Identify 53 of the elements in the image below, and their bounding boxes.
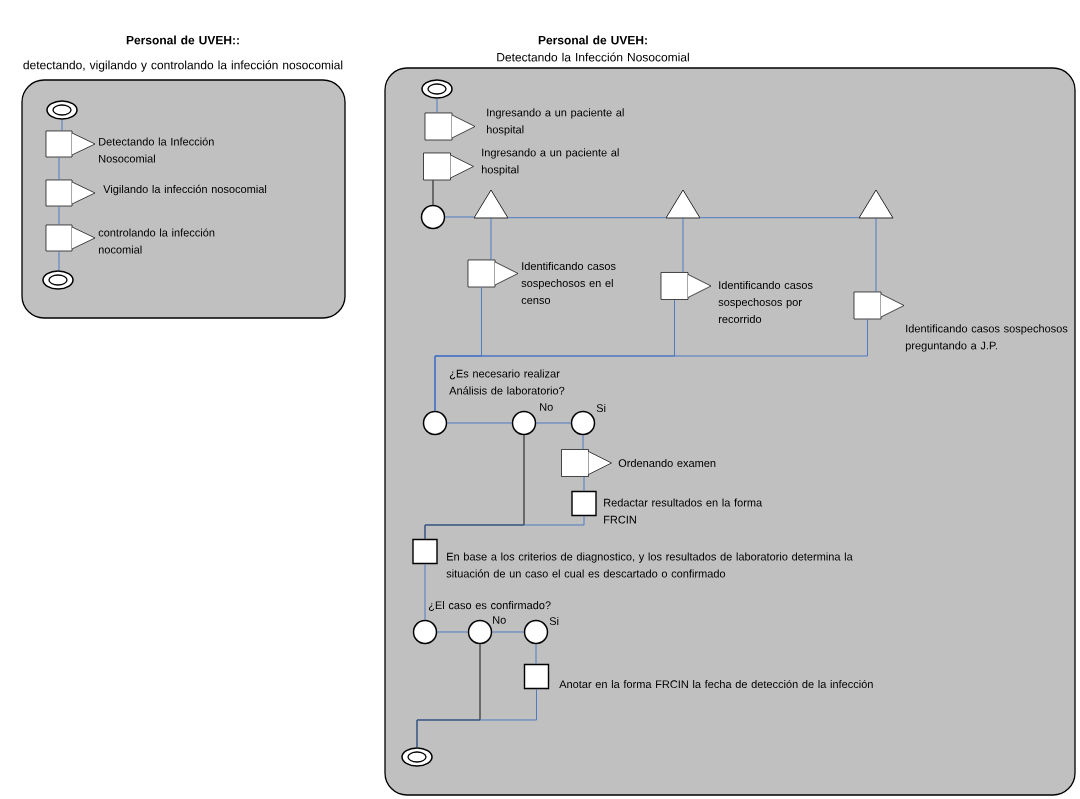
panel-heading: Personal de UVEH:: [538, 35, 647, 45]
connector-line: [58, 250, 60, 271]
terminal-ellipse: [401, 747, 433, 767]
connector-line: [434, 318, 868, 412]
step-label: Si: [549, 616, 559, 626]
connector-line: [699, 217, 860, 219]
step-label: Identificando casos sospechosos por recorrido: [718, 280, 813, 324]
step-label: No: [493, 616, 506, 624]
connector-line: [424, 563, 426, 621]
connector-line: [535, 643, 537, 665]
connector-line: [875, 217, 877, 293]
step-label: Si: [596, 403, 606, 413]
step-label: Identificando casos sospechosos preguntando a J.P.: [905, 324, 1068, 352]
step-label: controlando la infección nocomial: [98, 228, 215, 254]
panel-heading: Personal de UVEH::: [126, 35, 239, 45]
step-label: Identificando casos sospechosos en el censo: [521, 261, 616, 305]
step-label: ¿Es necesario realizar Análisis de laboratorio?: [449, 369, 565, 395]
panel-heading: Detectando la Infección Nosocomial: [497, 52, 689, 62]
connector-line: [58, 156, 60, 181]
fan-out-triangle: [665, 189, 701, 219]
step-label: Redactar resultados en la forma FRCIN: [604, 498, 763, 524]
connector-line: [416, 688, 537, 748]
junction-circle: [420, 204, 446, 230]
connector-line: [436, 98, 438, 114]
terminal-ellipse: [421, 79, 453, 99]
connector-line: [424, 515, 585, 540]
connector-line: [682, 217, 684, 273]
connector-line: [446, 422, 513, 424]
connector-line: [583, 476, 585, 492]
connector-line: [490, 217, 492, 261]
step-label: Ingresando a un paciente al hospital: [481, 148, 619, 176]
step-label: En base a los criterios de diagnostico, y los resultados de laboratorio determina la situación de un caso el cual es descartado o confirmado: [446, 552, 853, 578]
step-label: ¿El caso es confirmado?: [428, 601, 551, 611]
connector-line: [436, 631, 469, 633]
connector-line: [444, 216, 475, 218]
connector-line: [582, 434, 584, 450]
connector-line: [507, 217, 667, 219]
step-label: No: [540, 403, 553, 411]
fan-out-triangle: [858, 189, 894, 219]
step-label: Ingresando a un paciente al hospital: [486, 108, 624, 136]
step-label: Ordenando examen: [618, 458, 716, 468]
connector-line: [61, 119, 63, 132]
connector-line: [491, 631, 525, 633]
step-label: Anotar en la forma FRCIN la fecha de detección de la infección: [559, 679, 873, 689]
step-label: Detectando la Infección Nosocomial: [99, 137, 214, 163]
connector-line: [535, 422, 572, 424]
terminal-ellipse: [46, 100, 78, 120]
step-label: Vigilando la infección nosocomial: [103, 184, 267, 196]
panel-heading: detectando, vigilando y controlando la infección nosocomial: [23, 60, 343, 72]
connector-line: [432, 179, 434, 206]
terminal-ellipse: [42, 270, 74, 290]
fan-out-triangle: [473, 189, 509, 219]
connector-line: [58, 205, 60, 226]
